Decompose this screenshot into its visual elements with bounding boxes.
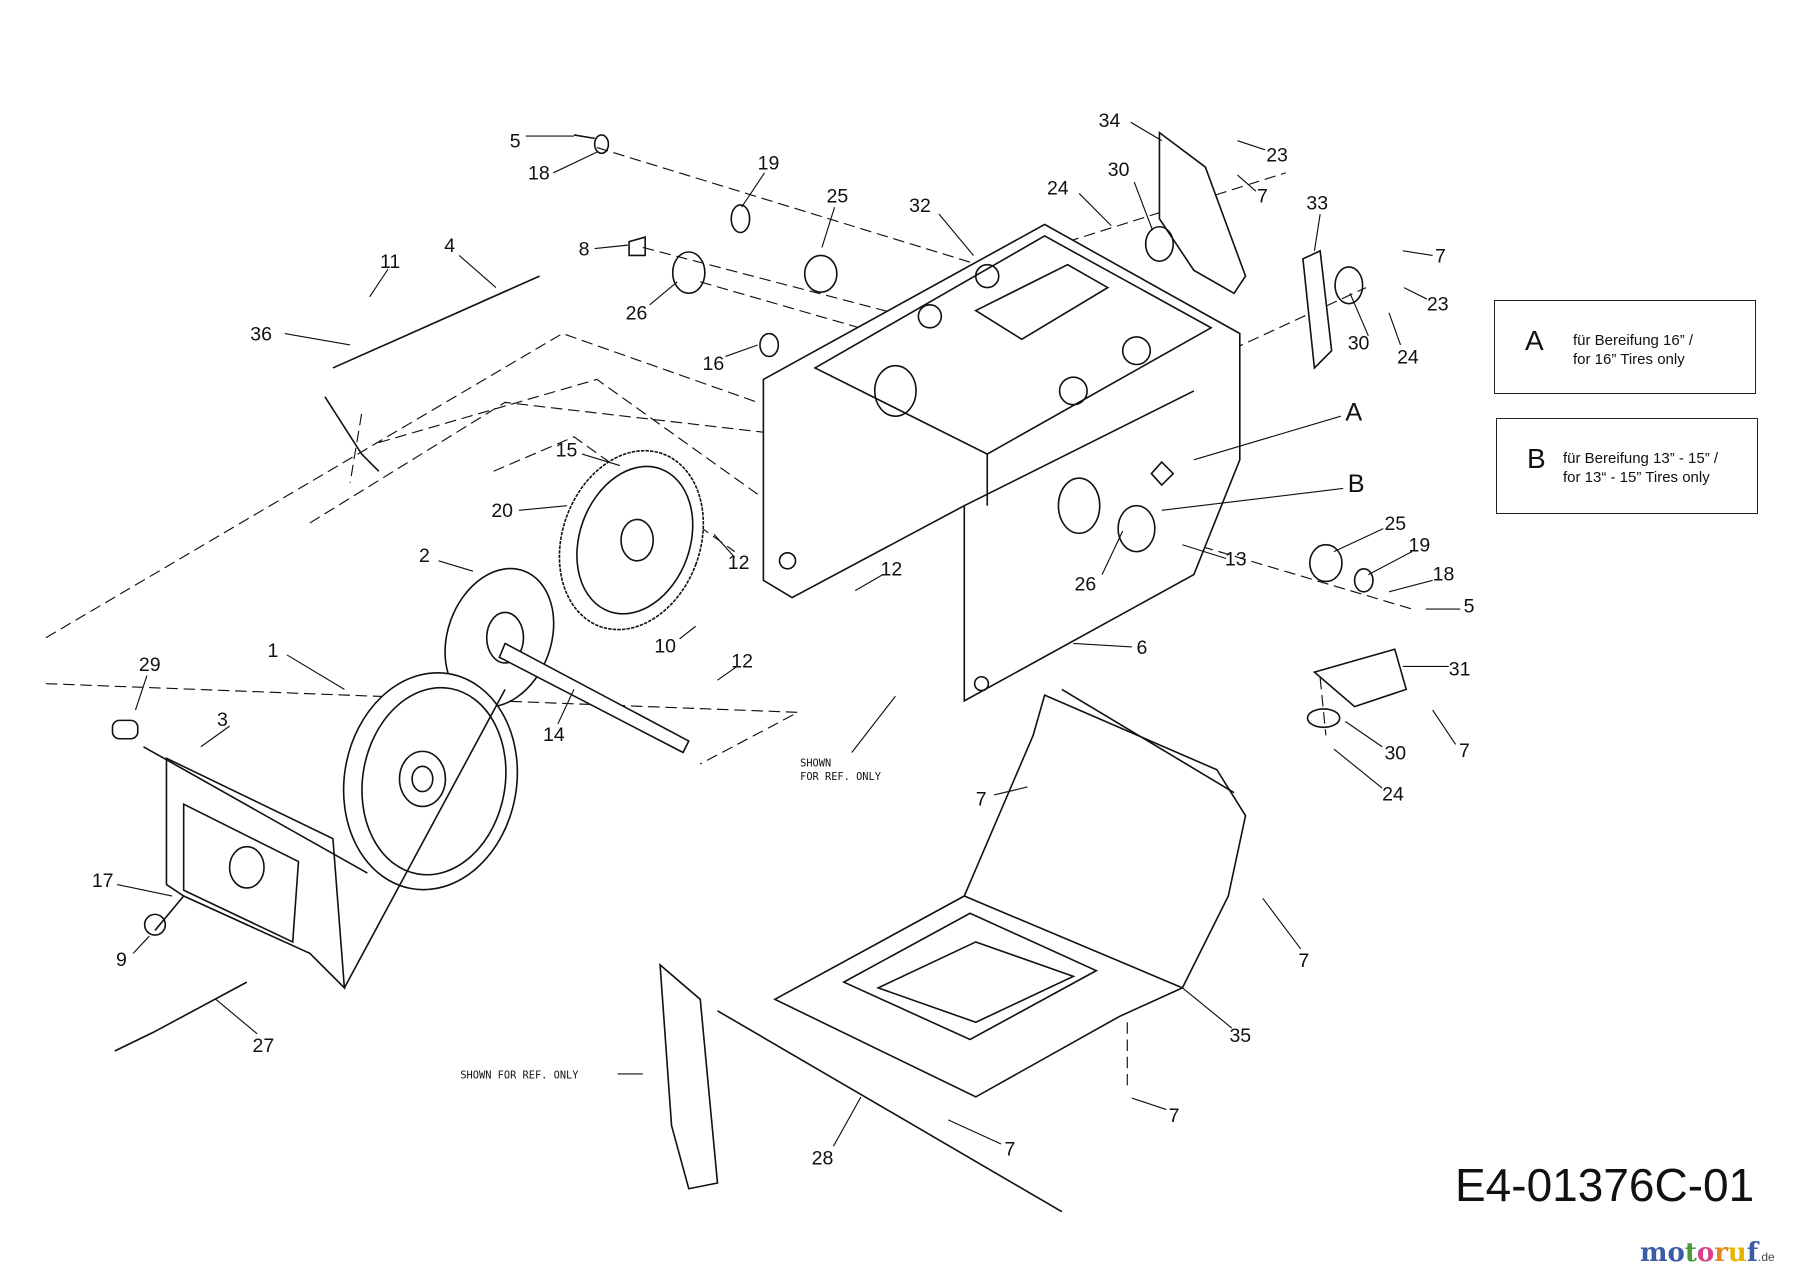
callout-A: A xyxy=(1345,399,1362,427)
callout-4: 4 xyxy=(444,235,455,257)
callout-26: 26 xyxy=(626,303,648,325)
callout-7: 7 xyxy=(1459,740,1470,762)
drive-gear-part-15 xyxy=(558,449,705,631)
callout-leaders xyxy=(116,121,1461,1147)
callout-3: 3 xyxy=(217,709,228,731)
legend-box-b: B für Bereifung 13” - 15” / for 13“ - 15”… xyxy=(1496,418,1758,514)
callout-30: 30 xyxy=(1348,333,1370,355)
callout-7: 7 xyxy=(1435,245,1446,267)
callout-19: 19 xyxy=(1409,535,1431,557)
gear-housing-part-32 xyxy=(762,223,1241,703)
legend-line: für Bereifung 16” / xyxy=(1573,332,1694,349)
callout-13: 13 xyxy=(1225,548,1247,570)
callout-24: 24 xyxy=(1397,346,1419,368)
logo-letter: f xyxy=(1746,1238,1759,1268)
motoruf-logo: motoruf.de xyxy=(1640,1238,1775,1268)
shift-bracket-part-3 xyxy=(111,719,368,990)
callout-27: 27 xyxy=(253,1035,275,1057)
assembly-dash-lines xyxy=(45,146,1413,1092)
callout-6: 6 xyxy=(1136,637,1147,659)
callout-25: 25 xyxy=(1384,513,1406,535)
callout-35: 35 xyxy=(1229,1025,1251,1047)
legend-text: für Bereifung 13” - 15” / for 13“ - 15” T… xyxy=(1563,449,1718,487)
logo-letter: r xyxy=(1714,1238,1728,1268)
callout-7: 7 xyxy=(1257,186,1268,208)
chute-shroud-part-35 xyxy=(773,688,1247,1098)
callout-26: 26 xyxy=(1074,574,1096,596)
callout-31: 31 xyxy=(1449,659,1471,681)
callout-17: 17 xyxy=(92,870,114,892)
callout-18: 18 xyxy=(1433,563,1455,585)
callout-30: 30 xyxy=(1384,742,1406,764)
shown-for-ref-note: SHOWN xyxy=(800,757,831,769)
legend-box-a: A für Bereifung 16” / for 16” Tires only xyxy=(1494,300,1756,394)
legend-line: für Bereifung 13” - 15” / xyxy=(1563,450,1719,467)
callout-23: 23 xyxy=(1427,294,1449,316)
callout-30: 30 xyxy=(1108,159,1130,181)
callout-2: 2 xyxy=(419,545,430,567)
callout-10: 10 xyxy=(654,636,676,658)
callout-25: 25 xyxy=(827,186,849,208)
callout-7: 7 xyxy=(1298,950,1309,972)
callout-1: 1 xyxy=(267,640,278,662)
callout-5: 5 xyxy=(510,131,521,153)
callout-5: 5 xyxy=(1464,595,1475,617)
callout-24: 24 xyxy=(1047,178,1069,200)
shown-for-ref-note: FOR REF. ONLY xyxy=(800,771,882,783)
axle-part-14 xyxy=(498,642,690,754)
callout-19: 19 xyxy=(758,152,780,174)
callout-34: 34 xyxy=(1099,110,1121,132)
logo-letter: m xyxy=(1640,1238,1668,1268)
callout-36: 36 xyxy=(250,323,272,345)
diagram-code: E4-01376C-01 xyxy=(1455,1159,1755,1211)
callout-12: 12 xyxy=(731,651,753,673)
callout-33: 33 xyxy=(1306,193,1328,215)
callout-7: 7 xyxy=(1004,1138,1015,1160)
legend-line: for 16” Tires only xyxy=(1573,351,1685,368)
callout-23: 23 xyxy=(1266,144,1288,166)
callout-14: 14 xyxy=(543,724,565,746)
pulley-part-1 xyxy=(342,671,519,891)
callout-20: 20 xyxy=(491,500,513,522)
callout-8: 8 xyxy=(579,238,590,260)
logo-letter: t xyxy=(1684,1238,1697,1268)
callout-12: 12 xyxy=(880,559,902,581)
callout-12: 12 xyxy=(728,552,750,574)
logo-letter: u xyxy=(1727,1238,1747,1268)
callout-7: 7 xyxy=(1169,1105,1180,1127)
hardware-parts xyxy=(114,131,1408,1213)
callout-7: 7 xyxy=(976,788,987,810)
logo-letter: o xyxy=(1667,1238,1685,1268)
legend-key: A xyxy=(1525,325,1544,356)
callout-B: B xyxy=(1348,470,1365,498)
callout-29: 29 xyxy=(139,654,161,676)
callout-9: 9 xyxy=(116,949,127,971)
callout-16: 16 xyxy=(703,353,725,375)
callout-15: 15 xyxy=(556,439,578,461)
callout-labels: 5 18 19 25 8 26 16 32 34 24 30 23 7 33 7… xyxy=(92,110,1475,1170)
legend-line: for 13“ - 15” Tires only xyxy=(1563,469,1710,486)
callout-28: 28 xyxy=(812,1148,834,1170)
legend-key: B xyxy=(1527,443,1546,474)
callout-32: 32 xyxy=(909,195,931,217)
legend-text: für Bereifung 16” / for 16” Tires only xyxy=(1573,331,1693,369)
logo-wordmark: motoruf xyxy=(1640,1238,1758,1268)
logo-suffix: .de xyxy=(1758,1250,1775,1264)
logo-letter: o xyxy=(1696,1238,1715,1268)
shown-for-ref-note: SHOWN FOR REF. ONLY xyxy=(460,1070,579,1082)
callout-11: 11 xyxy=(380,251,400,273)
callout-24: 24 xyxy=(1382,784,1404,806)
callout-18: 18 xyxy=(528,163,550,185)
